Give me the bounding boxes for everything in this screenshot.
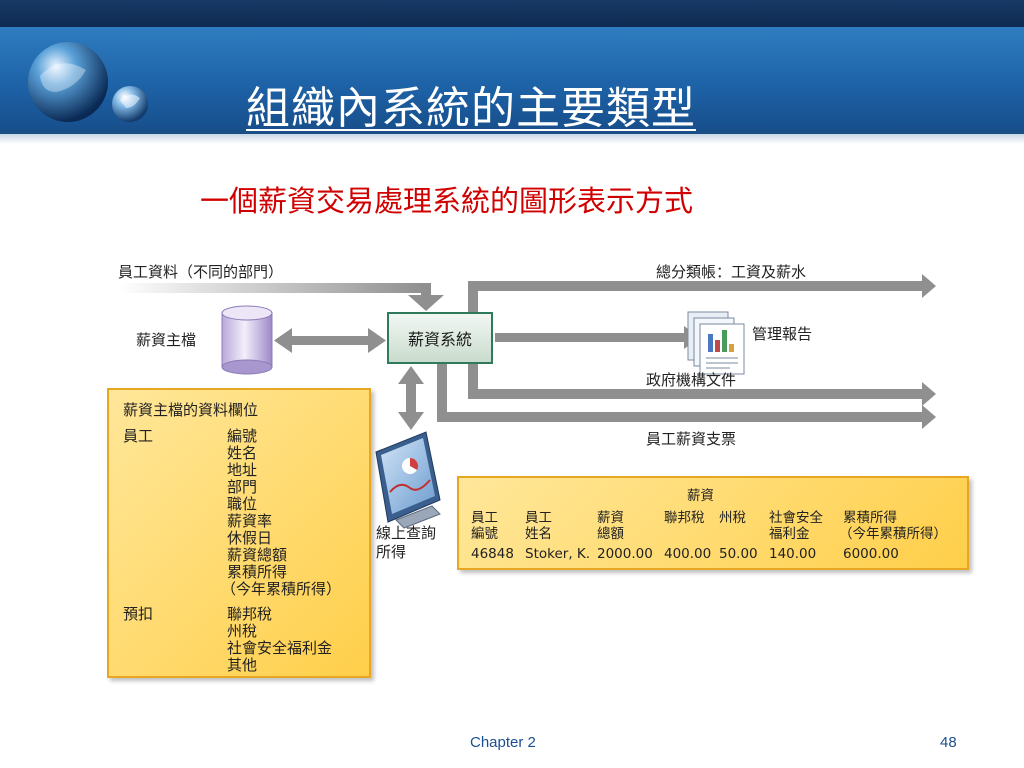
record-header: 州稅 [719,510,746,526]
record-header: 編號 [471,526,498,542]
field-item: 累積所得 [227,563,288,581]
record-header: 姓名 [525,526,552,542]
chapter-label: Chapter 2 [470,734,536,751]
globe-logo-icon [28,42,148,122]
header-divider [0,130,1024,134]
record-value: 140.00 [769,546,817,562]
record-header: 聯邦稅 [664,510,705,526]
field-item: 姓名 [227,444,258,462]
payroll-record-heading: 薪資 [687,488,714,504]
record-value: 2000.00 [597,546,653,562]
header-band [0,27,1024,130]
field-item: 薪資總額 [227,546,288,564]
reports-documents-icon [687,311,745,375]
record-header: 總額 [597,526,624,542]
checks-arrow [437,364,936,429]
online-query-label-line2: 所得 [376,543,407,561]
field-item: 編號 [227,427,258,445]
database-icon [221,305,273,375]
gov-docs-output-label: 政府機構文件 [646,371,737,389]
record-header: 社會安全 [769,510,823,526]
payroll-system-box: 薪資系統 [387,312,493,364]
field-item: 地址 [227,461,258,479]
record-header: 薪資 [597,510,624,526]
record-header: 累積所得 [843,510,897,526]
field-item: 職位 [227,495,258,513]
record-value: 6000.00 [843,546,899,562]
master-file-label: 薪資主檔 [136,331,197,349]
deduction-group-label: 預扣 [123,605,154,623]
field-item: 薪資率 [227,512,273,530]
field-item: 社會安全福利金 [227,639,333,657]
online-query-label-line1: 線上查詢 [376,524,437,542]
record-value: Stoker, K. [525,546,591,562]
page-title: 組織內系統的主要類型 [246,83,696,134]
record-value: 46848 [471,546,514,562]
reports-output-label: 管理報告 [752,325,813,343]
header-shadow [0,134,1024,144]
field-item: 州稅 [227,622,258,640]
checks-output-label: 員工薪資支票 [646,430,737,448]
field-item: 休假日 [227,529,273,547]
query-double-arrow [398,366,424,430]
ledger-arrow [468,274,936,312]
record-header: 員工 [525,510,552,526]
field-item: 部門 [227,478,258,496]
fields-panel-heading: 薪資主檔的資料欄位 [123,401,259,419]
record-header: 員工 [471,510,498,526]
header-top-bar [0,0,1024,27]
master-file-fields-panel: 薪資主檔的資料欄位 員工 編號 姓名 地址 部門 職位 薪資率 休假日 薪資總額… [107,388,371,678]
field-item: 其他 [227,656,258,674]
field-item: （今年累積所得） [221,580,342,598]
input-arrow-head [408,295,444,311]
page-number: 48 [940,734,957,751]
gov-docs-arrow [468,364,936,406]
employee-group-label: 員工 [123,427,154,445]
field-item: 聯邦稅 [227,605,273,623]
input-arrow-down [421,283,431,295]
record-header: 福利金 [769,526,810,542]
master-file-double-arrow [274,328,386,353]
computer-monitor-icon [375,431,441,529]
ledger-output-label: 總分類帳：工資及薪水 [656,263,807,281]
record-value: 400.00 [664,546,712,562]
payroll-record-panel: 薪資 員工 編號 員工 姓名 薪資 總額 聯邦稅 州稅 社會安全 福利金 累積所… [457,476,969,570]
input-label: 員工資料（不同的部門） [118,263,284,281]
page-subtitle: 一個薪資交易處理系統的圖形表示方式 [200,184,694,218]
record-header: （今年累積所得） [839,526,947,542]
reports-arrow [495,326,700,349]
input-arrow-shaft [118,283,426,293]
record-value: 50.00 [719,546,758,562]
